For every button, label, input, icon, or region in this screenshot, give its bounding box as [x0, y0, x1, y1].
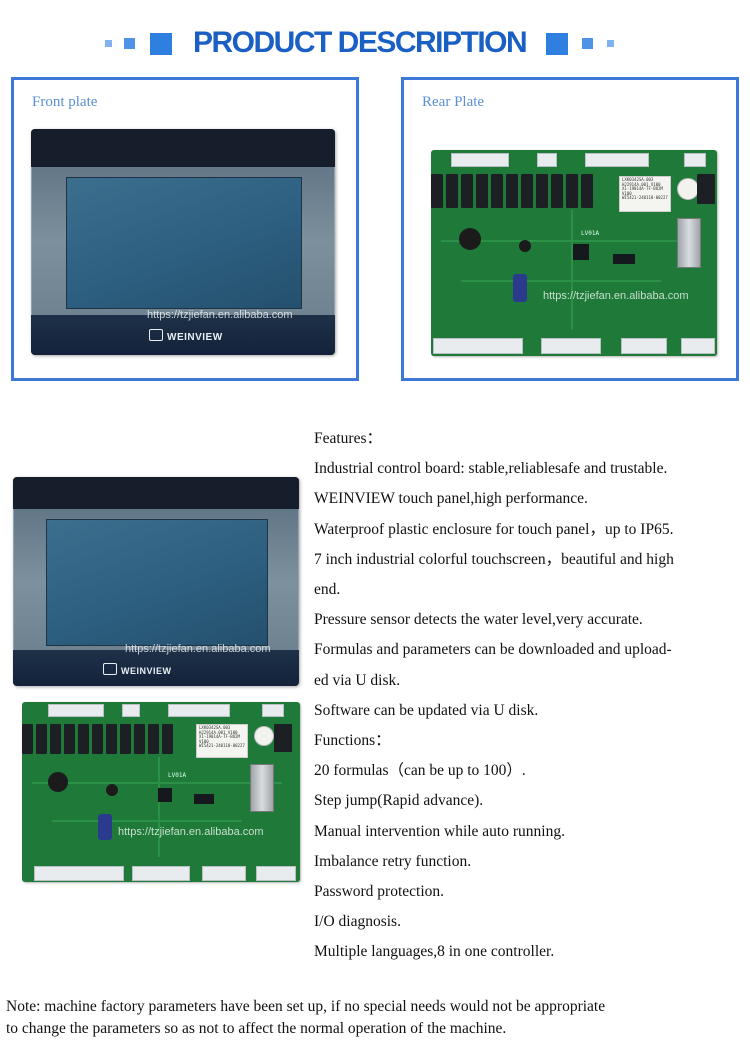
function-line: 20 formulas（can be up to 100）.	[314, 762, 526, 780]
feature-line: ed via U disk.	[314, 671, 401, 689]
function-line: Multiple languages,8 in one controller.	[314, 943, 555, 961]
features-list: Features： Industrial control board: stab…	[314, 424, 748, 968]
brand-logo: WEINVIEW	[149, 329, 223, 343]
feature-line: Software can be updated via U disk.	[314, 701, 539, 719]
feature-line: end.	[314, 581, 341, 599]
watermark: https://tzjiefan.en.alibaba.com	[125, 643, 271, 655]
feature-line: 7 inch industrial colorful touchscreen，b…	[314, 550, 674, 568]
function-line: Manual intervention while auto running.	[314, 822, 565, 840]
feature-line: Pressure sensor detects the water level,…	[314, 611, 643, 629]
hmi-panel-front-image: https://tzjiefan.en.alibaba.com WEINVIEW	[31, 129, 335, 355]
feature-line: Waterproof plastic enclosure for touch p…	[314, 520, 674, 538]
feature-line: Formulas and parameters can be downloade…	[314, 641, 672, 659]
function-line: Imbalance retry function.	[314, 852, 472, 870]
note-line: Note: machine factory parameters have be…	[6, 998, 606, 1015]
function-line: I/O diagnosis.	[314, 913, 401, 931]
brand-logo-icon	[149, 329, 163, 341]
rear-plate-label: Rear Plate	[422, 94, 485, 110]
decor-square	[105, 40, 112, 47]
brand-logo: WEINVIEW	[103, 663, 172, 676]
note-line: to change the parameters so as not to af…	[6, 1020, 507, 1037]
decor-square	[607, 40, 614, 47]
decor-square	[150, 33, 172, 55]
watermark: https://tzjiefan.en.alibaba.com	[147, 309, 293, 321]
page-title: PRODUCT DESCRIPTION	[193, 26, 528, 59]
feature-line: WEINVIEW touch panel,high performance.	[314, 490, 588, 508]
decor-square	[546, 33, 568, 55]
function-line: Step jump(Rapid advance).	[314, 792, 484, 810]
feature-line: Industrial control board: stable,reliabl…	[314, 460, 668, 478]
note-paragraph: Note: machine factory parameters have be…	[6, 996, 746, 1040]
features-heading: Features：	[314, 430, 383, 447]
watermark: https://tzjiefan.en.alibaba.com	[118, 826, 264, 838]
front-plate-label: Front plate	[32, 94, 98, 110]
functions-heading: Functions：	[314, 732, 391, 750]
hmi-panel-image: https://tzjiefan.en.alibaba.com WEINVIEW	[13, 477, 299, 686]
page-header: PRODUCT DESCRIPTION	[0, 24, 750, 64]
watermark: https://tzjiefan.en.alibaba.com	[543, 290, 689, 302]
brand-name: WEINVIEW	[167, 332, 223, 343]
brand-name: WEINVIEW	[121, 666, 172, 676]
decor-square	[124, 38, 135, 49]
decor-square	[582, 38, 593, 49]
function-line: Password protection.	[314, 883, 445, 901]
front-plate-box: Front plate https://tzjiefan.en.alibaba.…	[11, 77, 359, 381]
brand-logo-icon	[103, 663, 117, 675]
